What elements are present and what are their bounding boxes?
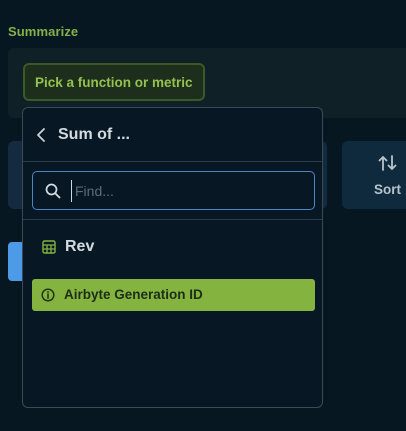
sort-step-button[interactable]: Sort xyxy=(342,141,406,209)
info-icon[interactable] xyxy=(41,288,55,302)
search-icon xyxy=(45,183,61,199)
sort-label: Sort xyxy=(374,182,401,197)
table-name: Rev xyxy=(65,238,95,255)
table-icon xyxy=(42,240,56,254)
search-field[interactable] xyxy=(32,171,315,210)
visualize-button[interactable] xyxy=(8,242,26,281)
search-input[interactable] xyxy=(71,180,305,202)
column-label: Airbyte Generation ID xyxy=(64,287,203,302)
chevron-left-icon[interactable] xyxy=(35,127,47,143)
summarize-section-label: Summarize xyxy=(8,24,79,39)
column-item-airbyte-generation-id[interactable]: Airbyte Generation ID xyxy=(32,279,315,311)
divider xyxy=(23,219,322,220)
popover-header[interactable]: Sum of ... xyxy=(23,108,322,162)
popover-title[interactable]: Sum of ... xyxy=(58,126,130,143)
pick-function-button[interactable]: Pick a function or metric xyxy=(23,63,205,101)
sort-arrows-icon xyxy=(378,155,397,171)
aggregation-popover: Sum of ... Rev Airbyte Generation ID xyxy=(22,107,323,408)
table-header: Rev xyxy=(23,230,322,264)
